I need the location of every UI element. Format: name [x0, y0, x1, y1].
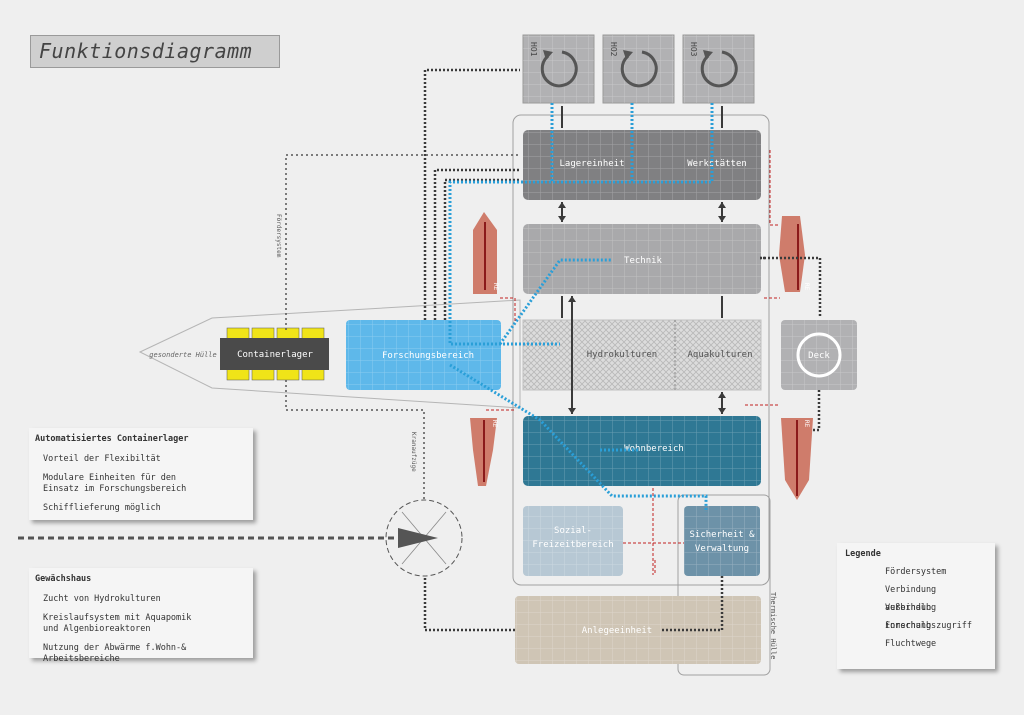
- label-aqua: Aquakulturen: [687, 350, 752, 360]
- label-container: Containerlager: [237, 350, 313, 360]
- container-info-panel: Automatisiertes Containerlager Vorteil d…: [29, 428, 253, 520]
- arrow-big-icon: [398, 528, 438, 548]
- tower-ho3: [682, 34, 755, 104]
- legend-item-foerdersystem: Fördersystem: [885, 567, 947, 577]
- label-werkstatten: Werkstätten: [687, 159, 747, 169]
- greenhouse-info-panel: Gewächshaus Zucht von Hydrokulturen Krei…: [29, 568, 253, 664]
- label-huelle: gesonderte Hülle: [149, 351, 216, 359]
- tower-label-ho1: HO1: [529, 42, 538, 57]
- escape-routes: [486, 150, 780, 575]
- label-anlege: Anlegeeinheit: [582, 626, 652, 636]
- legend-panel: Legende Fördersystem Verbindung außerhal…: [837, 543, 995, 669]
- block-hydro-aqua: [522, 319, 762, 391]
- re-left-top: [473, 212, 497, 294]
- label-lager: Lagereinheit: [559, 159, 624, 169]
- page-title: Funktionsdiagramm: [39, 39, 253, 63]
- re-label-4: RE: [803, 420, 810, 428]
- tower-label-ho2: HO2: [609, 42, 618, 57]
- label-sozial-2: Freizeitbereich: [532, 540, 613, 550]
- greenhouse-item-2: Kreislaufsystem mit Aquapomik und Algenb…: [43, 613, 192, 634]
- external-connections: [423, 68, 822, 632]
- container-item-3: Schifflieferung möglich: [43, 503, 161, 513]
- block-container: [220, 338, 329, 370]
- legend-item-forschungszugriff: Forschungszugriff: [885, 621, 972, 631]
- tower-ho2: [602, 34, 675, 104]
- label-wohn: Wohnbereich: [624, 444, 684, 454]
- research-access-paths: [448, 103, 714, 512]
- legend-item-fluchtwege: Fluchtwege: [885, 639, 937, 649]
- label-sicherheit-2: Verwaltung: [695, 544, 749, 554]
- title-box: Funktionsdiagramm: [30, 35, 280, 68]
- label-technik: Technik: [624, 256, 663, 266]
- thermal-hull-outline: [512, 114, 770, 586]
- greenhouse-item-1: Zucht von Hydrokulturen: [43, 594, 161, 604]
- crane-circle: [385, 499, 463, 577]
- label-thermisch: Thermische Hülle: [769, 592, 777, 659]
- tower-label-ho3: HO3: [689, 42, 698, 57]
- re-left-bottom: [470, 418, 497, 486]
- re-label-2: RE: [803, 283, 810, 291]
- label-hydro: Hydrokulturen: [587, 350, 657, 360]
- label-kranaufzug: Kranaufzüge: [410, 432, 417, 472]
- re-right-top: [779, 216, 805, 292]
- label-sicherheit-1: Sicherheit &: [689, 530, 755, 540]
- label-forschung: Forschungsbereich: [382, 351, 474, 361]
- helipad-icon: [796, 332, 842, 378]
- greenhouse-item-3: Nutzung der Abwärme f.Wohn-& Arbeitsbere…: [43, 643, 187, 664]
- re-right-bottom: [781, 418, 813, 500]
- container-item-1: Vorteil der Flexibiltät: [43, 454, 161, 464]
- label-deck: Deck: [808, 351, 830, 361]
- thermal-hull-lower: [677, 494, 771, 676]
- legend-item-verbindung-ausserhalb: Verbindung außerhalb: [885, 585, 937, 613]
- legend-item-verbindung-innerhalb: Verbindung innerhalb: [885, 603, 937, 631]
- container-panel-heading: Automatisiertes Containerlager: [35, 434, 189, 444]
- label-sozial-1: Sozial-: [554, 526, 592, 536]
- greenhouse-panel-heading: Gewächshaus: [35, 574, 92, 584]
- label-foerdersystem: Fördersystem: [275, 214, 282, 258]
- foerder-path: [285, 154, 520, 500]
- tower-ho1: [522, 34, 595, 104]
- hull-outline: [138, 299, 521, 409]
- re-label-3: RE: [491, 420, 498, 428]
- legend-heading: Legende: [845, 549, 881, 559]
- container-item-2: Modulare Einheiten für den Einsatz im Fo…: [43, 473, 187, 494]
- re-label-1: RE: [492, 283, 499, 291]
